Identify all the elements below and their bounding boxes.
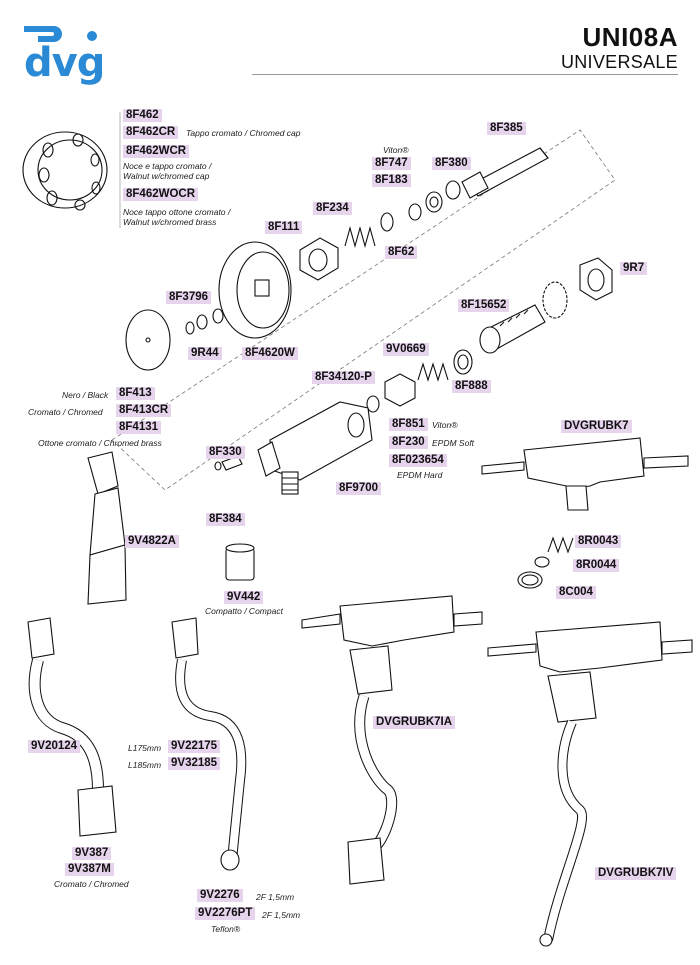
note-2f-15b: 2F 1,5mm <box>262 910 301 920</box>
part-label-8F023654[interactable]: 8F023654 <box>389 454 447 467</box>
part-label-8F234[interactable]: 8F234 <box>313 202 352 215</box>
cap-disc-8F413-drawing <box>125 309 171 371</box>
part-label-9V387[interactable]: 9V387 <box>72 847 112 860</box>
tap-DVGRUBK7IV-drawing <box>487 621 693 947</box>
part-label-8F413CR[interactable]: 8F413CR <box>116 404 172 417</box>
part-label-8F385[interactable]: 8F385 <box>487 122 526 135</box>
part-label-9V22175[interactable]: 9V22175 <box>168 740 221 753</box>
nut-9R7-drawing <box>579 257 613 301</box>
note-noce-tappo-2: Walnut w/chromed cap <box>123 171 210 181</box>
note-noce-ottone-2: Walnut w/chromed brass <box>123 217 217 227</box>
note-cromato-chromed-2: Cromato / Chromed <box>54 879 129 889</box>
part-label-9V2276PT[interactable]: 9V2276PT <box>195 907 256 920</box>
part-label-8F380[interactable]: 8F380 <box>432 157 471 170</box>
note-teflon: Teflon® <box>211 924 241 934</box>
note-epdm-soft: EPDM Soft <box>432 438 475 448</box>
note-l185: L185mm <box>128 760 162 770</box>
note-viton-top: Viton® <box>383 145 409 155</box>
part-label-DVGRUBK7IA[interactable]: DVGRUBK7IA <box>373 716 456 729</box>
part-label-DVGRUBK7IV[interactable]: DVGRUBK7IV <box>595 867 677 880</box>
part-label-8F4131[interactable]: 8F4131 <box>116 421 162 434</box>
part-label-8F15652[interactable]: 8F15652 <box>458 299 510 312</box>
part-label-8F413[interactable]: 8F413 <box>116 387 155 400</box>
brand-name: dvg <box>24 40 105 86</box>
part-label-8R0043[interactable]: 8R0043 <box>575 535 622 548</box>
tap-DVGRUBK7IA-drawing <box>301 595 483 885</box>
brand-logo <box>20 22 100 87</box>
part-label-9V387M[interactable]: 9V387M <box>65 863 114 876</box>
header-divider <box>252 74 678 75</box>
note-nero-black: Nero / Black <box>62 390 109 400</box>
fitting-8F15652-drawing <box>479 304 546 354</box>
part-label-9R7[interactable]: 9R7 <box>620 262 648 275</box>
part-label-8F4620W[interactable]: 8F4620W <box>242 347 298 360</box>
note-ottone-cromato: Ottone cromato / Chromed brass <box>38 438 162 448</box>
part-label-8F111[interactable]: 8F111 <box>265 221 303 234</box>
note-epdm-hard: EPDM Hard <box>397 470 443 480</box>
part-label-8F462CR[interactable]: 8F462CR <box>123 126 179 139</box>
note-noce-ottone-1: Noce tappo ottone cromato / <box>123 207 231 217</box>
part-label-8F462WCR[interactable]: 8F462WCR <box>123 145 190 158</box>
part-label-8R0044[interactable]: 8R0044 <box>573 559 620 572</box>
page-title: UNI08A <box>582 22 678 52</box>
note-compatto: Compatto / Compact <box>205 606 283 616</box>
hose-9V20124-drawing <box>27 617 117 837</box>
part-label-8F384[interactable]: 8F384 <box>206 513 245 526</box>
part-label-8F462[interactable]: 8F462 <box>123 109 162 122</box>
note-tappo-cromato: Tappo cromato / Chromed cap <box>186 128 301 138</box>
part-label-8F888[interactable]: 8F888 <box>452 380 491 393</box>
nut-8F111-drawing <box>299 237 339 281</box>
handwheel-8F4620W-drawing <box>218 241 292 339</box>
part-label-8F851[interactable]: 8F851 <box>389 418 428 431</box>
part-label-9V442[interactable]: 9V442 <box>224 591 264 604</box>
spring-8F234-drawing <box>344 225 376 249</box>
part-label-8F462WOCR[interactable]: 8F462WOCR <box>123 188 199 201</box>
page-subtitle: UNIVERSALE <box>560 52 678 72</box>
part-label-8F230[interactable]: 8F230 <box>389 436 428 449</box>
note-viton-mid: Viton® <box>432 420 458 430</box>
part-label-9V0669[interactable]: 9V0669 <box>383 343 429 356</box>
part-label-8F9700[interactable]: 8F9700 <box>336 482 382 495</box>
part-label-8F747[interactable]: 8F747 <box>372 157 411 170</box>
nozzle-9V442-drawing <box>225 543 255 581</box>
part-label-9V2276[interactable]: 9V2276 <box>197 889 243 902</box>
part-label-9V20124[interactable]: 9V20124 <box>28 740 81 753</box>
note-cromato-chromed: Cromato / Chromed <box>28 407 103 417</box>
part-label-8F183[interactable]: 8F183 <box>372 174 411 187</box>
note-2f-15a: 2F 1,5mm <box>256 892 295 902</box>
part-label-9R44[interactable]: 9R44 <box>188 347 222 360</box>
part-label-8F330[interactable]: 8F330 <box>206 446 245 459</box>
note-l175: L175mm <box>128 743 162 753</box>
tap-DVGRUBK7-drawing <box>481 437 689 511</box>
hose-9V22175-drawing <box>171 617 247 871</box>
spindle-8F385-drawing <box>461 147 549 199</box>
nozzle-9V4822A-drawing <box>87 451 127 605</box>
part-label-8F3796[interactable]: 8F3796 <box>166 291 212 304</box>
knob-8F462-drawing <box>22 131 108 211</box>
part-label-8C004[interactable]: 8C004 <box>556 586 596 599</box>
washer-8F380-drawing <box>445 180 461 200</box>
part-label-8F34120-P[interactable]: 8F34120-P <box>312 371 375 384</box>
part-label-DVGRUBK7[interactable]: DVGRUBK7 <box>561 420 632 433</box>
note-noce-tappo-1: Noce e tappo cromato / <box>123 161 212 171</box>
part-label-9V4822A[interactable]: 9V4822A <box>125 535 179 548</box>
part-label-8F62[interactable]: 8F62 <box>385 246 418 259</box>
part-label-9V32185[interactable]: 9V32185 <box>168 757 221 770</box>
valve-body-8F9700-drawing <box>257 401 373 495</box>
